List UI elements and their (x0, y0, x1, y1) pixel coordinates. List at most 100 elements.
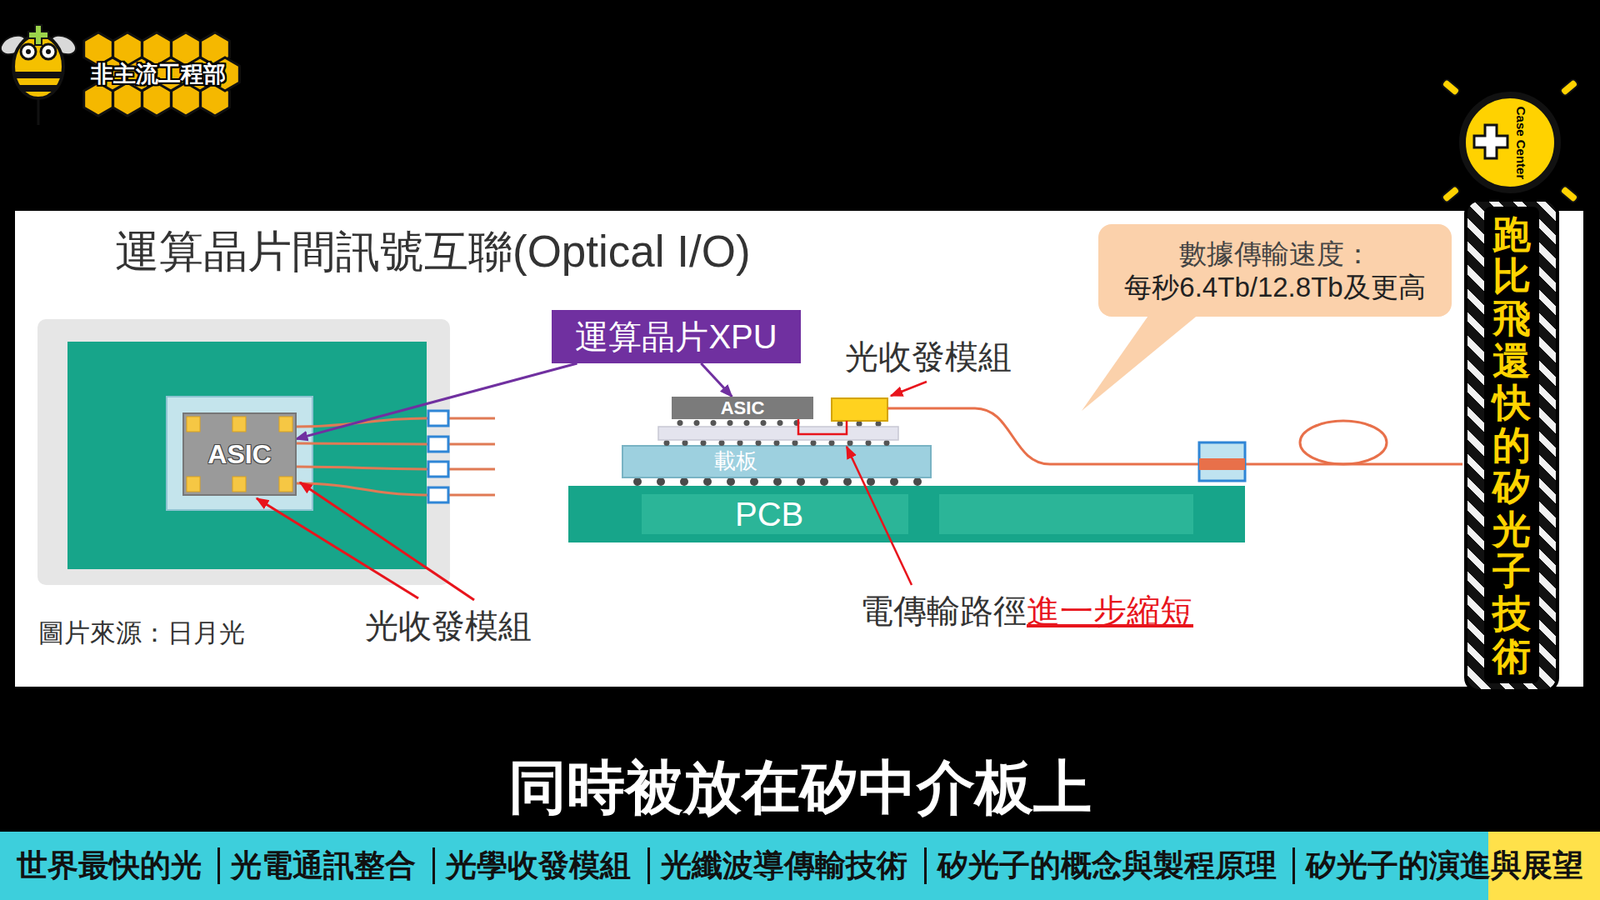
micro-bump (875, 420, 882, 427)
optical-port (428, 461, 449, 477)
connectors (295, 363, 732, 440)
solder-ball (843, 477, 852, 486)
pcb-inner (641, 494, 909, 535)
optical-port (428, 410, 449, 426)
micro-bump (719, 440, 725, 446)
speech-tail (1081, 313, 1200, 411)
micro-bump (829, 440, 835, 446)
chapter-item: 矽光子的概念與製程原理 (924, 847, 1288, 885)
banner-text: 跑比飛還快的矽光子技術 (1484, 206, 1540, 685)
package-cross-section (568, 313, 1463, 543)
micro-bump (837, 420, 844, 427)
icon-ray (1559, 78, 1579, 97)
solder-ball (820, 477, 829, 486)
optical-port (428, 487, 449, 503)
micro-bump (884, 440, 890, 446)
bee-stripes (8, 71, 69, 92)
icon-ray (1440, 78, 1460, 97)
pcb-board: PCB (568, 485, 1245, 543)
fiber-ferrule (1199, 458, 1245, 470)
channel-logo: 非主流工程部 (81, 30, 235, 118)
callout-arrow (295, 363, 578, 440)
micro-bump (856, 420, 863, 427)
leader-line (256, 498, 419, 599)
part-label: 光收發模組 (845, 336, 1012, 377)
case-center-icon: Case Center (1457, 90, 1563, 195)
micro-bump (700, 440, 707, 446)
optical-trace (295, 418, 429, 427)
logo-text: 非主流工程部 (90, 60, 226, 88)
interposer (166, 396, 313, 510)
package-board (67, 341, 427, 570)
callout-arrow (700, 363, 732, 397)
icon-rays (1440, 78, 1579, 204)
micro-bump (774, 440, 780, 446)
optical-engine (232, 476, 246, 492)
micro-bump (694, 420, 700, 426)
micro-bump (792, 440, 799, 446)
fiber-connector (1199, 442, 1245, 481)
solder-ball (633, 477, 642, 486)
fiber-stub (448, 494, 495, 497)
micro-bump (755, 440, 762, 446)
micro-bump (744, 420, 750, 426)
source-note: 圖片來源：日月光 (38, 617, 245, 649)
substrate (622, 445, 931, 478)
callout-text: 運算晶片XPU (575, 316, 777, 357)
optical-engine (232, 416, 246, 432)
bee-goggle (20, 44, 36, 60)
optical-fiber (887, 408, 1463, 465)
leader-line (300, 482, 475, 600)
optical-engine (186, 416, 200, 432)
optical-engine (186, 476, 200, 492)
fiber-stub (448, 468, 495, 471)
micro-bump (727, 420, 734, 426)
annotation-emphasis: 進一步縮短 (1026, 590, 1194, 631)
package-top-view (37, 319, 495, 585)
bee-stripe (8, 71, 69, 79)
micro-bump (760, 420, 767, 426)
micro-bump (710, 420, 717, 426)
diagram-title: 運算晶片間訊號互聯(Optical I/O) (115, 225, 751, 279)
chapter-item: 世界最快的光 (5, 847, 213, 885)
silicon-interposer (658, 426, 899, 440)
chapter-bar: 世界最快的光光電通訊整合光學收發模組光纖波導傳輸技術矽光子的概念與製程原理矽光子… (0, 831, 1600, 900)
subtitle: 同時被放在矽中介板上 (0, 752, 1600, 823)
bee-mascot (0, 25, 80, 125)
bubble-text: 每秒6.4Tb/12.8Tb及更高 (1124, 270, 1425, 305)
bee-cross (28, 25, 49, 45)
leader-lines (256, 381, 927, 600)
bee-eye (45, 49, 51, 55)
micro-bump (664, 440, 670, 446)
chapter-item: 矽光子的演進與展望 (1292, 847, 1595, 885)
optical-trace (295, 466, 429, 470)
leader-line (846, 446, 912, 585)
solder-ball (796, 477, 805, 486)
bee-goggle (40, 44, 56, 60)
pcb-board (568, 485, 1245, 543)
part-label: 光收發模組 (365, 605, 532, 646)
micro-bump (677, 420, 684, 426)
chapter-item: 光纖波導傳輸技術 (647, 847, 919, 885)
fiber-stub (448, 443, 495, 446)
solder-ball (680, 477, 689, 486)
chapter-item: 光電通訊整合 (217, 847, 427, 885)
micro-bump (865, 440, 872, 446)
pcb-inner (939, 494, 1194, 535)
chip-label: ASIC (720, 399, 765, 418)
annotation: 電傳輸路徑 (860, 590, 1027, 631)
white-panel (15, 210, 1584, 687)
part-name: PCB (735, 494, 804, 535)
optical-engine (279, 416, 293, 432)
leader-line (890, 381, 927, 396)
micro-bump (847, 440, 854, 446)
solder-balls (633, 477, 922, 486)
icon-cross (1474, 125, 1508, 159)
package-outline (37, 319, 450, 585)
die-body (183, 413, 296, 495)
optical-engine (831, 398, 888, 421)
optical-trace (295, 443, 429, 445)
solder-ball (913, 477, 922, 486)
solder-ball (726, 477, 735, 486)
callout-box: 運算晶片XPU (551, 310, 801, 364)
